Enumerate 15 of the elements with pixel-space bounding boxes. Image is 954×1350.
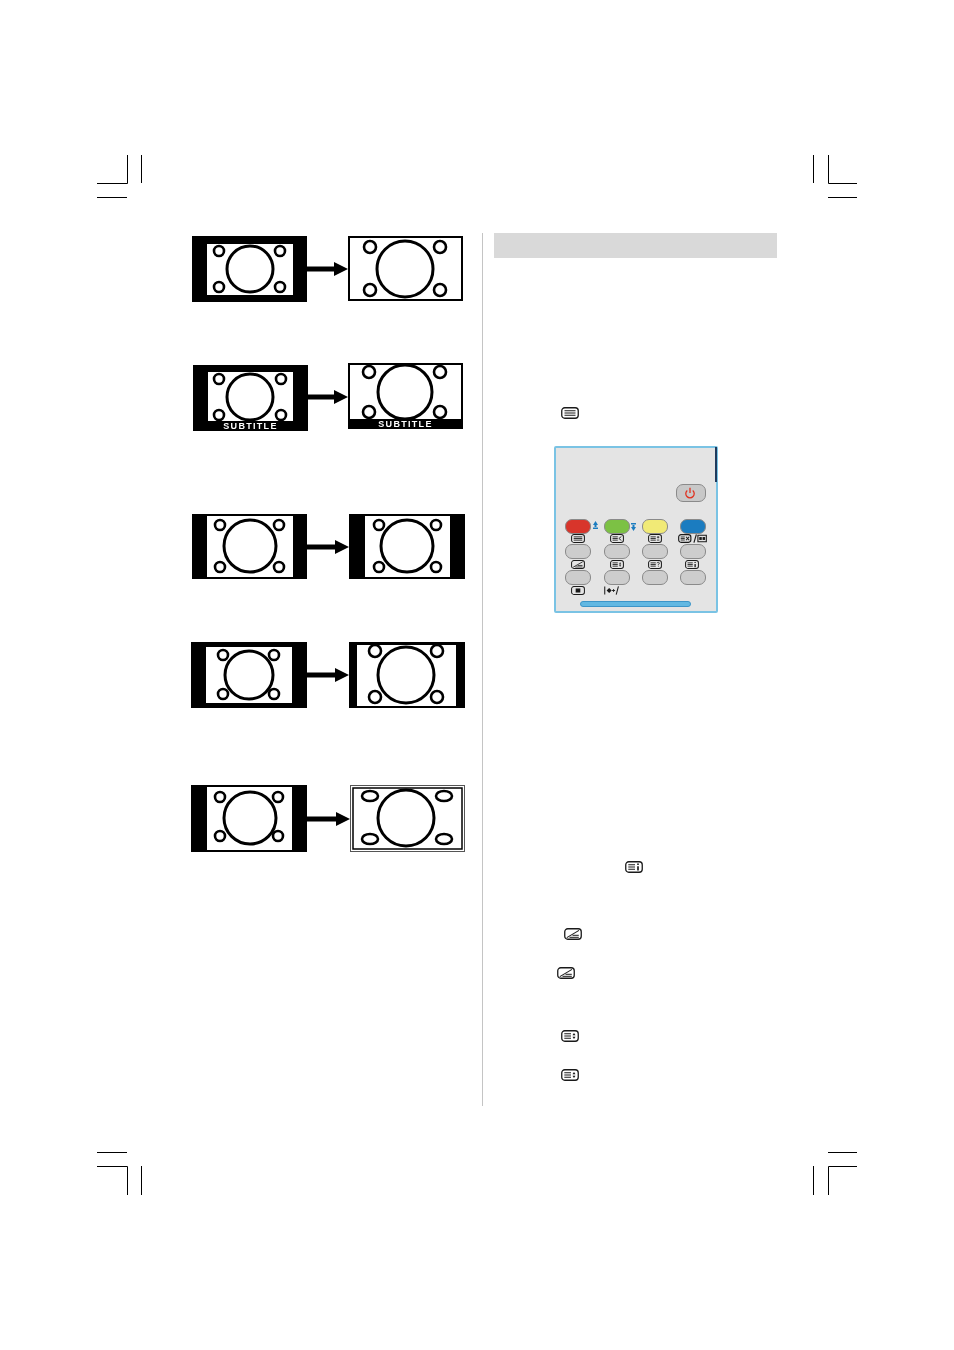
tv-screen-drawing xyxy=(350,785,465,852)
tv-screen-drawing xyxy=(348,236,463,301)
tv-screen-drawing xyxy=(191,642,307,708)
arrow xyxy=(308,390,348,404)
subtitle-caption: SUBTITLE xyxy=(378,419,433,429)
arrow xyxy=(307,668,349,682)
tv-screen-drawing xyxy=(349,642,465,708)
tv-screen-drawing xyxy=(191,785,307,852)
subtitle-caption: SUBTITLE xyxy=(223,421,278,431)
arrow xyxy=(307,540,349,554)
tv-screen-drawing xyxy=(192,514,307,579)
arrow xyxy=(307,262,348,276)
tv-screen-drawing xyxy=(192,236,307,302)
arrow xyxy=(307,812,350,826)
tv-screen-drawing xyxy=(349,514,465,579)
